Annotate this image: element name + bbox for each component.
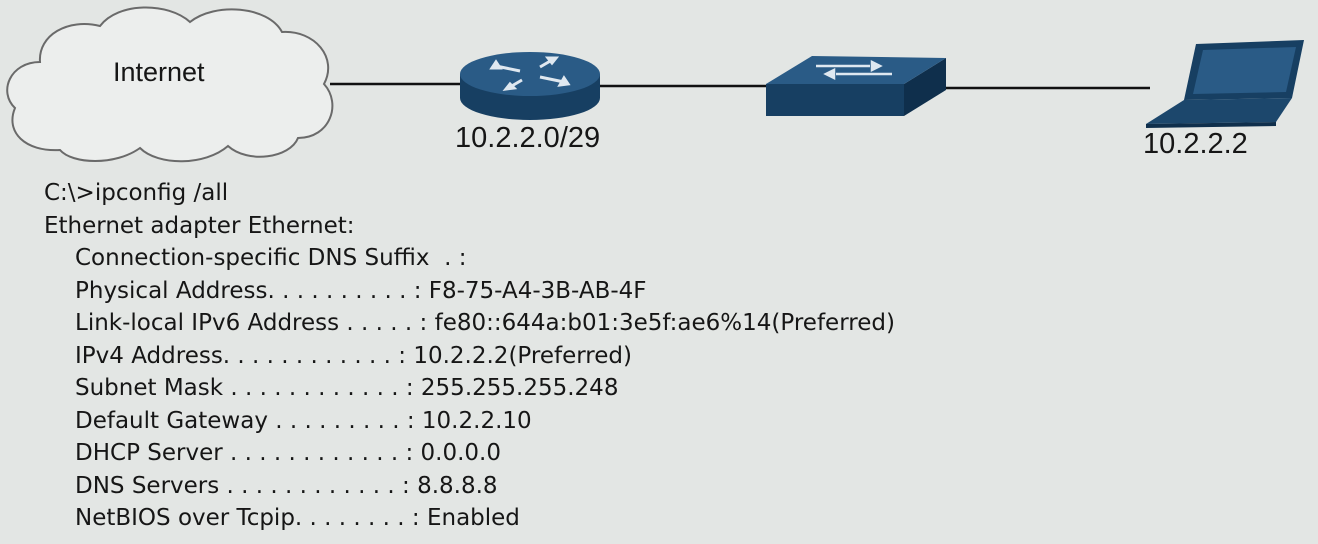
field-value: fe80::644a:b01:3e5f:ae6%14(Preferred) [427,310,895,336]
ipconfig-output: C:\>ipconfig /all Ethernet adapter Ether… [44,177,895,535]
router-subnet-label: 10.2.2.0/29 [455,122,601,154]
field-label: NetBIOS over Tcpip. . . . . . . . : [75,505,420,531]
field-label: Physical Address. . . . . . . . . . : [75,277,422,304]
field-dns-suffix: Connection-specific DNS Suffix . : [44,242,895,275]
field-physical-address: Physical Address. . . . . . . . . . : F8… [44,275,895,308]
field-value: 10.2.2.2(Preferred) [406,342,632,369]
field-default-gateway: Default Gateway . . . . . . . . . : 10.2… [44,405,895,438]
field-label: Default Gateway . . . . . . . . . : [75,407,415,434]
field-label: DNS Servers . . . . . . . . . . . . : [75,472,410,499]
field-label: Subnet Mask . . . . . . . . . . . . : [75,375,414,401]
field-value: 0.0.0.0 [413,440,501,466]
laptop-ip-label: 10.2.2.2 [1143,128,1248,160]
field-dns-servers: DNS Servers . . . . . . . . . . . . : 8.… [44,470,895,503]
field-value: Enabled [419,505,520,531]
field-ipv6-address: Link-local IPv6 Address . . . . . : fe80… [44,307,895,340]
network-diagram: Internet 10.2.2.0/29 10.2.2.2 [0,0,1318,180]
internet-cloud-icon [6,6,334,163]
field-label: Connection-specific DNS Suffix . : [75,245,467,271]
field-label: IPv4 Address. . . . . . . . . . . . : [75,342,407,369]
field-subnet-mask: Subnet Mask . . . . . . . . . . . . : 25… [44,372,895,405]
field-value: 8.8.8.8 [409,472,498,499]
laptop-icon [1146,40,1304,128]
command-line: C:\>ipconfig /all [44,180,229,206]
internet-label: Internet [113,57,205,87]
field-value: 255.255.255.248 [413,375,619,401]
field-value: 10.2.2.10 [414,407,532,434]
field-netbios: NetBIOS over Tcpip. . . . . . . . : Enab… [44,502,895,535]
network-diagram-svg [6,6,1304,163]
field-ipv4-address: IPv4 Address. . . . . . . . . . . . : 10… [44,340,895,373]
switch-icon [766,56,946,116]
field-value: F8-75-A4-3B-AB-4F [421,277,647,304]
field-label: Link-local IPv6 Address . . . . . : [75,310,428,336]
field-dhcp-server: DHCP Server . . . . . . . . . . . . : 0.… [44,437,895,470]
field-label: DHCP Server . . . . . . . . . . . . : [75,440,414,466]
adapter-heading: Ethernet adapter Ethernet: [44,212,355,239]
router-icon [460,52,600,120]
